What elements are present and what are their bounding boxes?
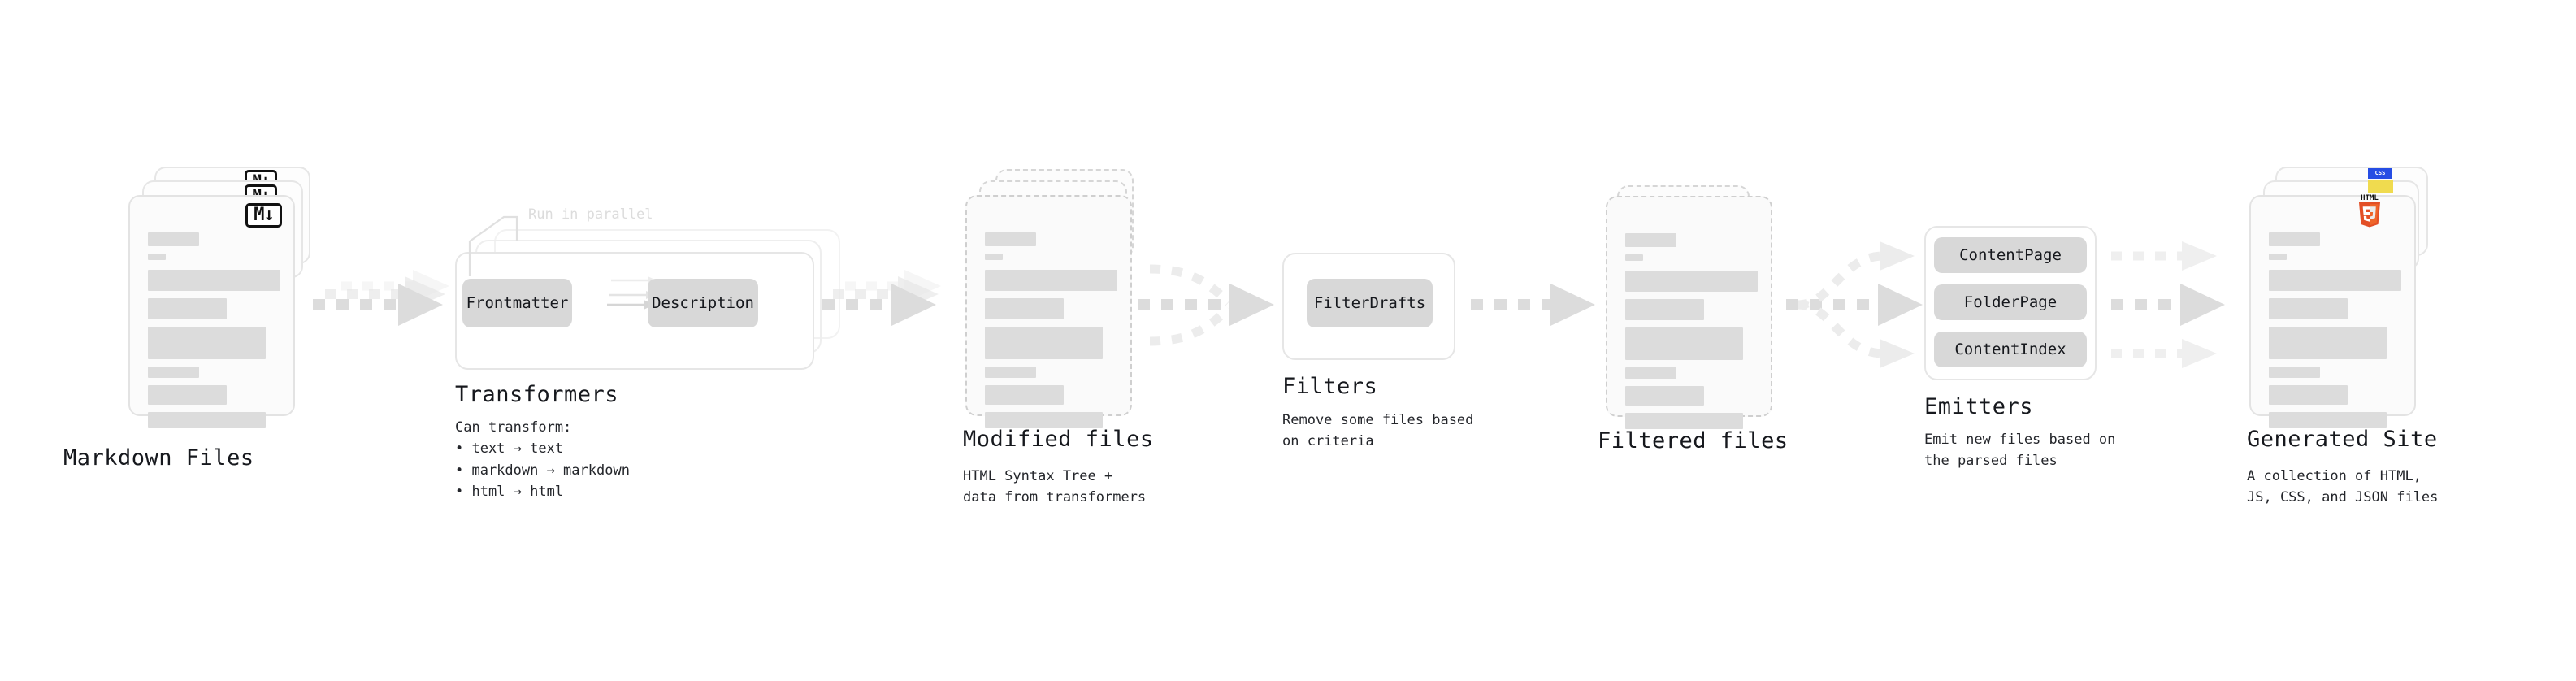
caption-sub-generated-site: A collection of HTML, JS, CSS, and JSON …: [2247, 468, 2439, 506]
markdown-card-bars: [148, 232, 280, 436]
caption-title-transformers: Transformers: [455, 382, 619, 407]
bar-title: [2269, 232, 2320, 246]
bar-para: [148, 412, 266, 428]
caption-title-filters: Filters: [1282, 374, 1378, 399]
emitter-pill-contentpage[interactable]: ContentPage: [1934, 237, 2087, 273]
markdown-card-front: [128, 195, 295, 428]
caption-title-generated-site: Generated Site: [2247, 427, 2438, 452]
bar-para: [1625, 327, 1743, 360]
site-card-front: [2249, 195, 2416, 428]
site-card-bars: [2269, 232, 2401, 436]
bar-sub: [985, 254, 1003, 260]
transformer-pill-frontmatter[interactable]: Frontmatter: [462, 279, 572, 327]
filter-pill-filterdrafts[interactable]: FilterDrafts: [1307, 279, 1433, 327]
markdown-badge: M↓: [245, 203, 282, 228]
bar-para: [985, 367, 1036, 378]
bar-sub: [1625, 254, 1643, 261]
bar-para: [148, 327, 266, 359]
arrow-transformers-to-modified: [845, 270, 941, 302]
bar-para: [1625, 413, 1743, 429]
caption-sub-filters: Remove some files based on criteria: [1282, 412, 1474, 450]
filtered-card-bars: [1625, 233, 1758, 436]
bar-para: [985, 385, 1064, 405]
css-badge-label: CSS: [2374, 170, 2386, 176]
transformer-pill-description[interactable]: Description: [648, 279, 758, 327]
bar-para: [985, 327, 1103, 359]
caption-sub-emitters: Emit new files based on the parsed files: [1924, 432, 2116, 470]
bar-para: [1625, 386, 1704, 406]
bar-para: [985, 412, 1103, 428]
modified-card-front: [965, 195, 1132, 428]
bar-para: [2269, 327, 2387, 359]
bar-sub: [148, 254, 166, 260]
arrow-transformers-to-modified: [833, 276, 939, 312]
arrow-md-to-transformers-main: [313, 284, 443, 326]
bar-para: [1625, 271, 1758, 292]
bar-para: [2269, 412, 2387, 428]
caption-title-filtered-files: Filtered files: [1598, 428, 1789, 453]
caption-title-markdown-files: Markdown Files: [63, 445, 254, 471]
bar-para: [2269, 367, 2320, 378]
bar-title: [985, 232, 1036, 246]
bar-sub: [2269, 254, 2287, 260]
arrow-filtered-to-emitters: [1786, 241, 1923, 368]
bar-title: [148, 232, 199, 246]
bar-title: [1625, 233, 1676, 247]
caption-title-modified-files: Modified files: [963, 427, 1154, 452]
caption-sub-modified-files: HTML Syntax Tree + data from transformer…: [963, 468, 1147, 506]
bar-para: [1625, 367, 1676, 379]
bar-para: [2269, 298, 2348, 319]
js-badge: [2368, 180, 2393, 193]
bar-para: [148, 270, 280, 291]
emitter-pill-folderpage[interactable]: FolderPage: [1934, 284, 2087, 320]
caption-sub-transformers: Can transform: • text → text • markdown …: [455, 419, 630, 501]
bar-para: [148, 298, 227, 319]
emitter-pill-contentindex[interactable]: ContentIndex: [1934, 332, 2087, 367]
bar-para: [148, 385, 227, 405]
bar-para: [2269, 270, 2401, 291]
bar-para: [2269, 385, 2348, 405]
filtered-card-front: [1606, 196, 1772, 429]
run-in-parallel-label: Run in parallel: [528, 206, 653, 223]
bar-para: [985, 270, 1117, 291]
arrow-md-to-transformers: [325, 276, 445, 312]
arrow-filters-to-filtered: [1471, 284, 1595, 326]
css-badge: CSS: [2368, 168, 2392, 179]
bar-para: [148, 367, 199, 378]
bar-para: [985, 298, 1064, 319]
arrow-md-to-transformers: [341, 270, 449, 302]
bar-para: [1625, 299, 1704, 320]
arrow-modified-to-filters: [1138, 264, 1274, 346]
modified-card-bars: [985, 232, 1117, 436]
arrow-emitters-to-site: [2111, 241, 2225, 368]
caption-title-emitters: Emitters: [1924, 394, 2034, 419]
